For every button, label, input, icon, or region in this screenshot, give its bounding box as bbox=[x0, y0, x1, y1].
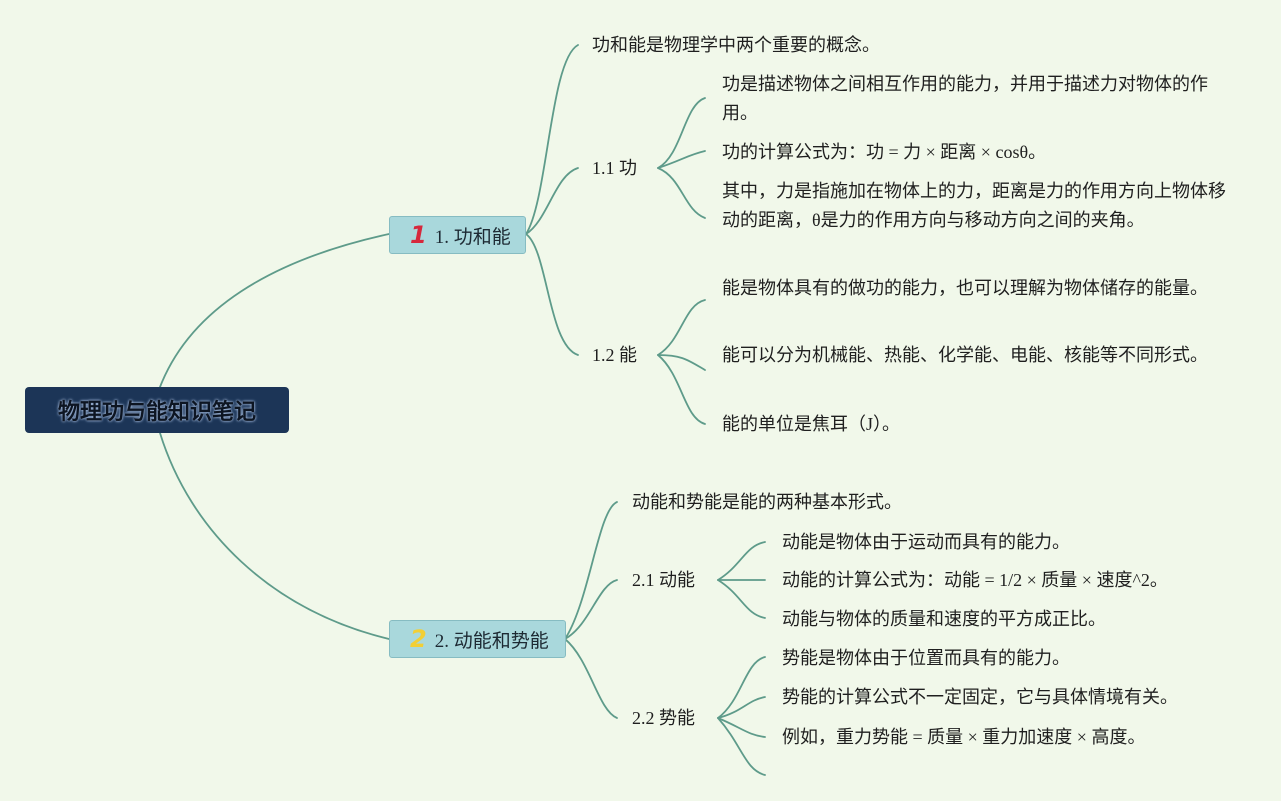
connector-b1-sub2 bbox=[525, 233, 579, 356]
note-2-2-3[interactable]: 例如，重力势能 = 质量 × 重力加速度 × 高度。 bbox=[782, 727, 1146, 747]
note-1-1-2[interactable]: 功的计算公式为：功 = 力 × 距离 × cosθ。 bbox=[722, 142, 1047, 162]
note-2-1-2[interactable]: 动能的计算公式为：动能 = 1/2 × 质量 × 速度^2。 bbox=[782, 570, 1168, 590]
subtopic-2-1[interactable]: 2.1 动能 bbox=[632, 570, 695, 590]
note-2-1-3[interactable]: 动能与物体的质量和速度的平方成正比。 bbox=[782, 609, 1106, 629]
connector-b1-sub1 bbox=[525, 167, 579, 235]
note-1-2-2[interactable]: 能可以分为机械能、热能、化学能、电能、核能等不同形式。 bbox=[722, 345, 1208, 365]
branch-label: 2. 动能和势能 bbox=[434, 630, 549, 652]
note-2-2-1[interactable]: 势能是物体由于位置而具有的能力。 bbox=[782, 648, 1070, 668]
subtopic-1-1[interactable]: 1.1 功 bbox=[592, 158, 637, 178]
branch-topic-2[interactable]: 2 2. 动能和势能 bbox=[389, 620, 566, 658]
connector-root-branch-2 bbox=[159, 432, 390, 640]
priority-1-icon: 1 bbox=[410, 221, 427, 249]
branch-2-intro[interactable]: 动能和势能是能的两种基本形式。 bbox=[632, 492, 902, 512]
connector-b2-sub2 bbox=[564, 638, 618, 719]
note-1-2-1[interactable]: 能是物体具有的做功的能力，也可以理解为物体储存的能量。 bbox=[722, 278, 1208, 298]
branch-label: 1. 功和能 bbox=[434, 226, 511, 248]
connector-b2-intro bbox=[564, 501, 618, 640]
connector-b2-sub1 bbox=[564, 579, 618, 640]
subtopic-1-2[interactable]: 1.2 能 bbox=[592, 345, 637, 365]
connector-root-branch-1 bbox=[159, 233, 390, 388]
subtopic-2-2[interactable]: 2.2 势能 bbox=[632, 708, 695, 728]
branch-topic-1[interactable]: 1 1. 功和能 bbox=[389, 216, 526, 254]
root-topic[interactable]: 物理功与能知识笔记 bbox=[25, 387, 289, 433]
note-2-2-2[interactable]: 势能的计算公式不一定固定，它与具体情境有关。 bbox=[782, 687, 1178, 707]
note-1-2-3[interactable]: 能的单位是焦耳（J）。 bbox=[722, 414, 901, 434]
root-title: 物理功与能知识笔记 bbox=[57, 400, 256, 425]
branch-1-intro[interactable]: 功和能是物理学中两个重要的概念。 bbox=[592, 35, 880, 55]
note-1-1-1[interactable]: 功是描述物体之间相互作用的能力，并用于描述力对物体的作用。 bbox=[722, 74, 1208, 123]
note-1-1-3[interactable]: 其中，力是指施加在物体上的力，距离是力的作用方向上物体移动的距离，θ是力的作用方… bbox=[722, 181, 1226, 230]
connector-b1-intro bbox=[525, 44, 579, 235]
priority-2-icon: 2 bbox=[410, 625, 427, 653]
note-2-1-1[interactable]: 动能是物体由于运动而具有的能力。 bbox=[782, 532, 1070, 552]
